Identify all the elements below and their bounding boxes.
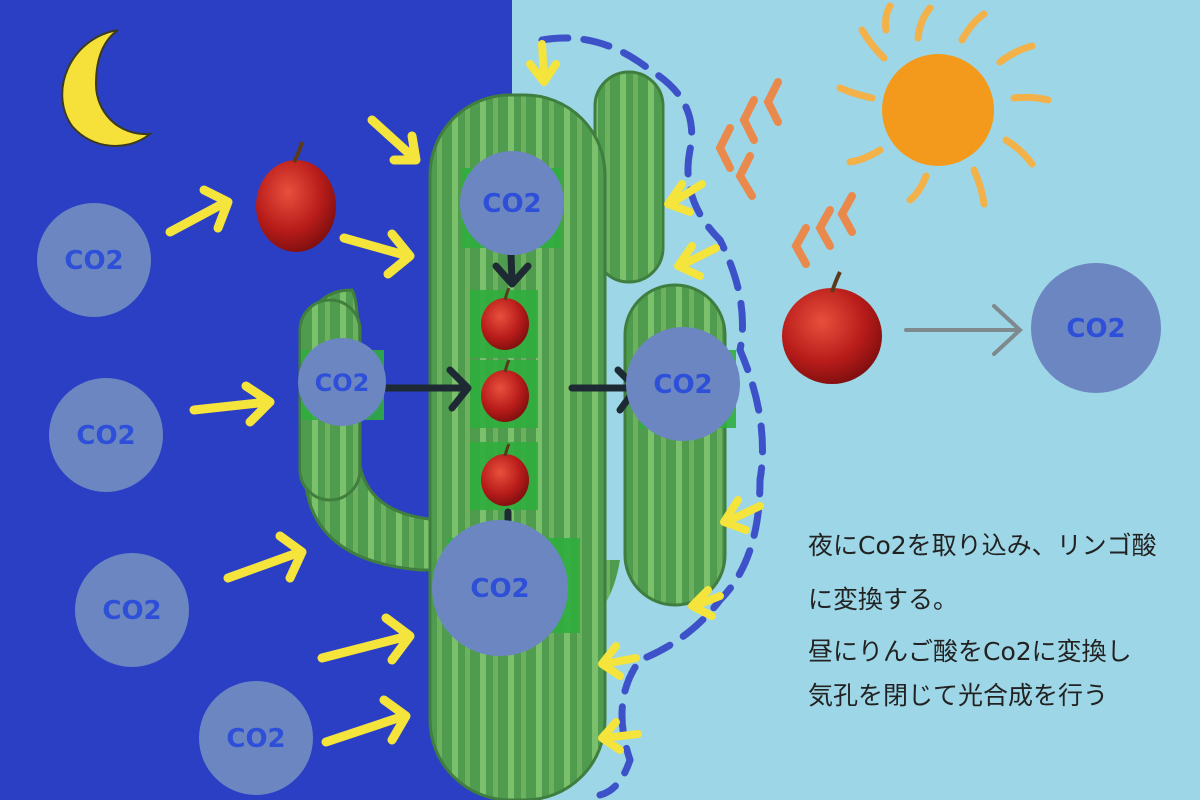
- co2-label: CO2: [102, 596, 161, 626]
- sun-icon: [715, 2, 1052, 268]
- intake-arrows-night: [165, 115, 421, 747]
- co2-molecule: CO2: [1031, 263, 1161, 393]
- co2-label: CO2: [1066, 314, 1125, 344]
- co2-label: CO2: [76, 421, 135, 451]
- co2-molecule: CO2: [298, 338, 386, 426]
- co2-label: CO2: [470, 574, 529, 604]
- description-line-1: 夜にCo2を取り込み、リンゴ酸: [808, 531, 1157, 560]
- release-arrow: [904, 304, 1023, 356]
- co2-molecule: CO2: [626, 327, 740, 441]
- apple-icon: [481, 359, 529, 422]
- co2-molecule: CO2: [75, 553, 189, 667]
- co2-label: CO2: [653, 370, 712, 400]
- co2-molecule: CO2: [37, 203, 151, 317]
- description-line-2: に変換する。: [808, 585, 958, 614]
- apple-icon: [481, 287, 529, 350]
- apple-icon: [256, 141, 336, 252]
- description-text: 夜にCo2を取り込み、リンゴ酸 に変換する。 昼にりんご酸をCo2に変換し 気孔…: [808, 531, 1157, 710]
- co2-molecule: CO2: [460, 151, 564, 255]
- intake-arrows-day: [526, 40, 764, 754]
- description-line-4: 気孔を閉じて光合成を行う: [808, 681, 1108, 710]
- co2-label: CO2: [64, 246, 123, 276]
- moon-icon: [61, 29, 154, 147]
- co2-molecule: CO2: [49, 378, 163, 492]
- stomata-boundary: [538, 34, 766, 799]
- apple-icon: [782, 271, 882, 384]
- co2-molecule: CO2: [432, 520, 568, 656]
- description-line-3: 昼にりんご酸をCo2に変換し: [808, 637, 1132, 666]
- co2-label: CO2: [315, 369, 370, 397]
- co2-molecule: CO2: [199, 681, 313, 795]
- apple-icon: [481, 443, 529, 506]
- co2-label: CO2: [482, 189, 541, 219]
- co2-label: CO2: [226, 724, 285, 754]
